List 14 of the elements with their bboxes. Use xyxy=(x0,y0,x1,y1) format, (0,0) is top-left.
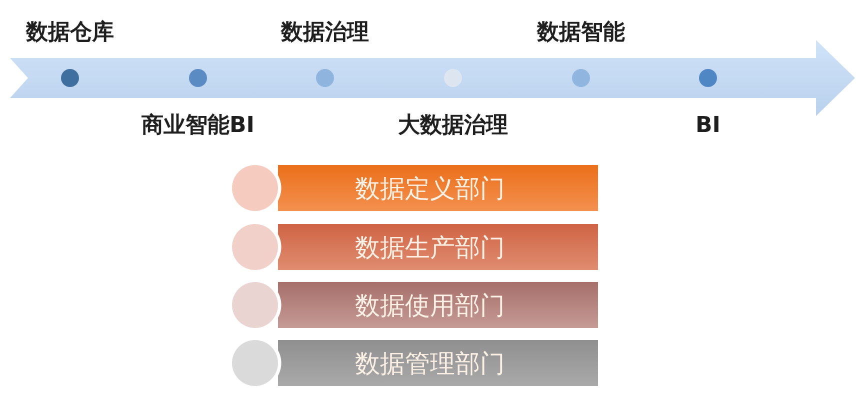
milestone-label: BI xyxy=(696,113,720,139)
milestone-label: 数据仓库 xyxy=(26,20,114,46)
department-bar xyxy=(278,165,598,211)
milestone-label: 数据治理 xyxy=(281,20,369,46)
milestone-label: 商业智能BI xyxy=(142,113,254,139)
milestone-label: 数据智能 xyxy=(537,20,625,46)
department-bar xyxy=(278,224,598,270)
department-bar xyxy=(278,282,598,328)
milestone-label: 大数据治理 xyxy=(398,113,508,139)
department-label: 数据使用部门 xyxy=(355,291,505,322)
department-bar xyxy=(278,340,598,386)
department-label: 数据定义部门 xyxy=(355,174,505,204)
department-label: 数据管理部门 xyxy=(355,349,505,380)
department-label: 数据生产部门 xyxy=(355,233,505,264)
